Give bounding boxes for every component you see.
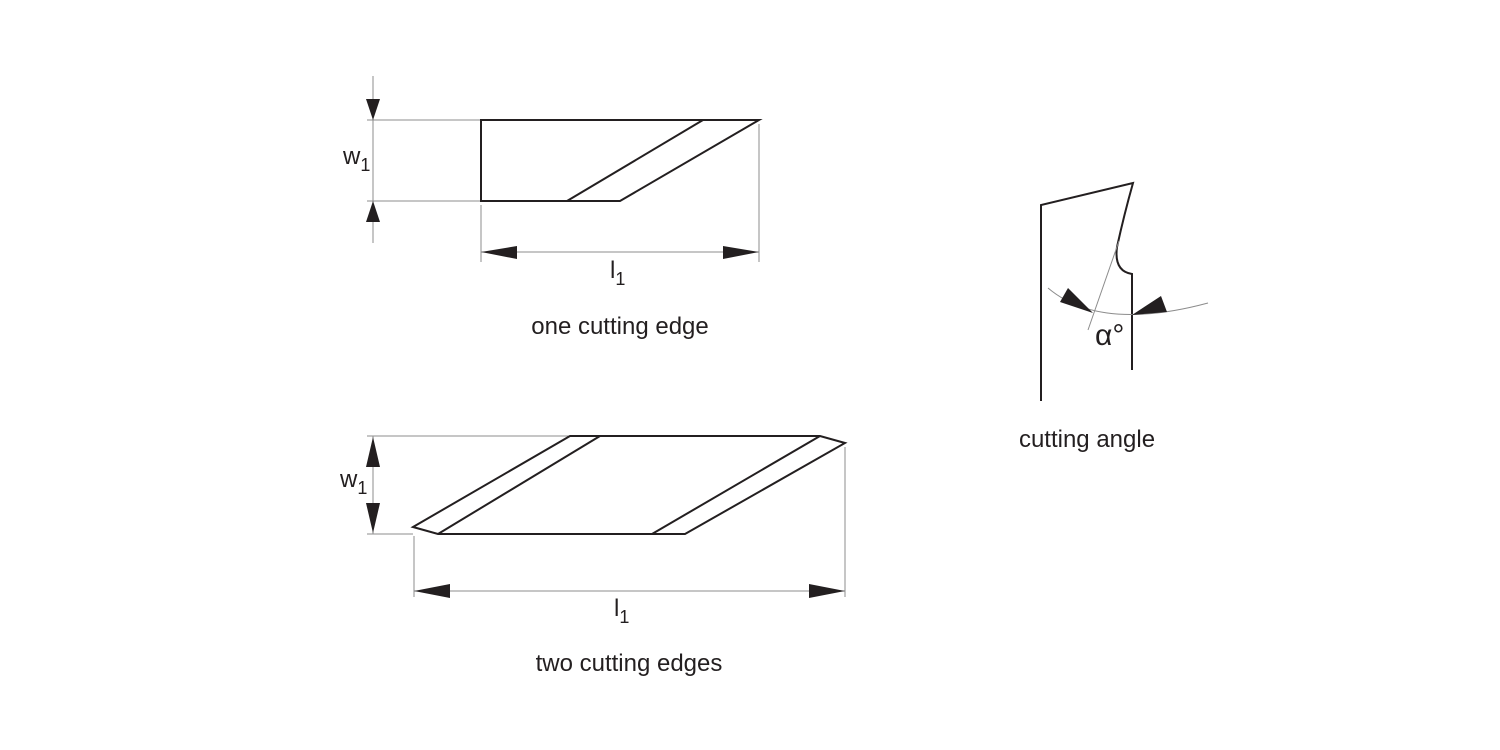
angle-arrow-left-icon: [1060, 288, 1093, 313]
two-cutting-edges-caption: two cutting edges: [536, 650, 723, 677]
w1-arrow-up-icon: [366, 437, 380, 467]
two-cutting-edges-diagram: w1 l1 two cutting edges: [339, 435, 848, 677]
one-cutting-edge-diagram: w1 l1 one cutting edge: [342, 76, 763, 340]
cutting-angle-caption: cutting angle: [1019, 426, 1155, 453]
l1-arrow-left-icon: [481, 246, 517, 259]
w1-label: w1: [339, 466, 367, 498]
double-bevel-blade-outline: [410, 435, 848, 535]
l1-label: l1: [610, 257, 625, 289]
l1-label: l1: [614, 595, 629, 627]
alpha-angle-label: α°: [1095, 319, 1124, 352]
left-bevel-grind-line: [437, 435, 601, 535]
w1-arrow-down-icon: [366, 503, 380, 533]
w1-label: w1: [342, 143, 370, 175]
l1-arrow-right-icon: [809, 584, 845, 598]
l1-arrow-left-icon: [414, 584, 450, 598]
angle-arrow-right-icon: [1132, 296, 1167, 315]
single-bevel-blade-outline: [480, 119, 763, 202]
w1-arrow-up-icon: [366, 201, 380, 222]
cutting-angle-diagram: α° cutting angle: [1019, 181, 1209, 453]
tooth-profile-outline: [1040, 181, 1135, 401]
right-bevel-grind-line: [651, 435, 821, 535]
face-extension-line: [1087, 240, 1120, 331]
w1-arrow-down-icon: [366, 99, 380, 120]
single-bevel-grind-line: [566, 119, 704, 202]
angle-arc: [1047, 287, 1209, 315]
l1-arrow-right-icon: [723, 246, 759, 259]
one-cutting-edge-caption: one cutting edge: [531, 313, 708, 340]
